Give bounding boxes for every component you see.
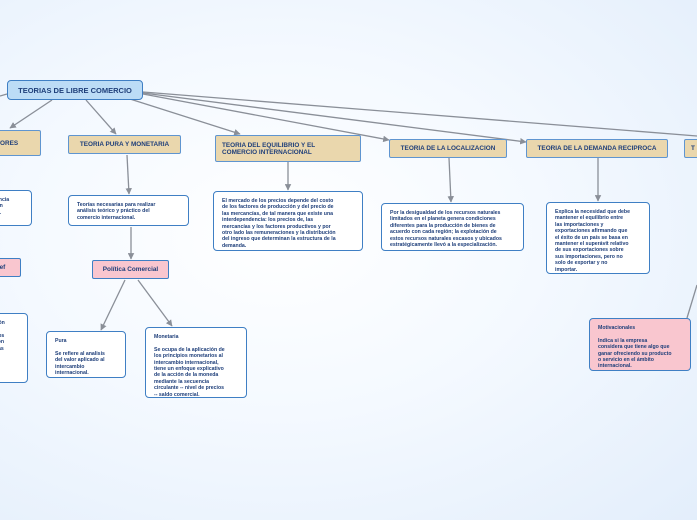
note-pura[interactable]: Pura Se refiere al analisis del valor ap… (46, 331, 126, 378)
connector-politica-to-pura (100, 279, 126, 331)
note-teoria-pura-y-monetaria[interactable]: Teorías necesarias para realizar análisi… (68, 195, 189, 226)
connector-t-cut-to-motivacionales (686, 284, 697, 319)
connector-root-to-demanda (142, 92, 527, 145)
root-topic-teorias-libre-comercio[interactable]: TEORIAS DE LIBRE COMERCIO (7, 80, 143, 100)
connector-root-to-equilibrio (129, 98, 241, 136)
connector-root-to-pura-monetaria (85, 99, 117, 135)
note-monetaria[interactable]: Monetaria Se ocupa de la aplicación de l… (145, 327, 247, 398)
note-teoria-de-la-demanda-reciproca[interactable]: Explica la necesidad que debe mantener e… (546, 202, 650, 274)
subtopic-politica-comercial[interactable]: Política Comercial (92, 260, 169, 279)
note-teoria-de-la-localizacion[interactable]: Por la desigualdad de los recursos natur… (381, 203, 524, 251)
note-leontief[interactable]: orción ra bados is con a mas pais (0, 313, 28, 383)
subtopic-leontief[interactable]: tief (0, 258, 21, 277)
topic-cut-off-right[interactable]: T (684, 139, 697, 158)
topic-teoria-de-la-localizacion[interactable]: TEORIA DE LA LOCALIZACION (389, 139, 507, 158)
connector-root-to-localizacion (142, 93, 390, 143)
connector-pura-monetaria-to-note (125, 154, 132, 195)
topic-teoria-de-la-demanda-reciproca[interactable]: TEORIA DE LA DEMANDA RECIPROCA (526, 139, 668, 158)
note-factores[interactable]: ortancia ga un pital. (0, 190, 32, 226)
connector-politica-to-monetaria (137, 279, 173, 327)
note-motivacionales[interactable]: Motivacionales Indica si la empresa cons… (589, 318, 691, 371)
connector-root-to-factores (9, 99, 53, 129)
topic-teoria-del-equilibrio[interactable]: TEORIA DEL EQUILIBRIO Y EL COMERCIO INTE… (215, 135, 361, 162)
note-teoria-del-equilibrio[interactable]: El mercado de los precios depende del co… (213, 191, 363, 251)
topic-teoria-pura-y-monetaria[interactable]: TEORIA PURA Y MONETARIA (68, 135, 181, 154)
connector-localizacion-to-note (447, 157, 454, 203)
connector-root-to-left-edge (0, 93, 8, 97)
connector-root-to-t-cut (142, 91, 697, 137)
topic-factores[interactable]: ACTORES (0, 130, 41, 156)
